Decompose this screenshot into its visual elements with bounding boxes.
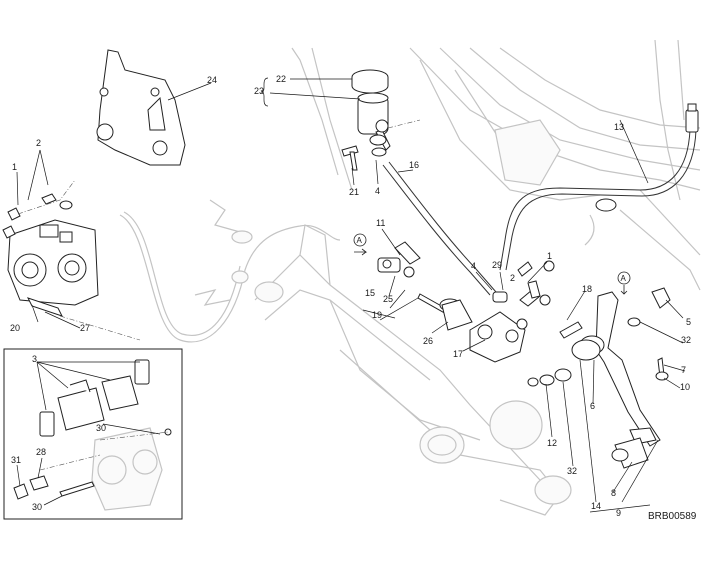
callout-17: 17 xyxy=(453,349,463,359)
reservoir-hose-16 xyxy=(382,161,497,296)
callout-30-inset-bottom: 30 xyxy=(32,502,42,512)
drawing-code: BRB00589 xyxy=(648,511,697,522)
callout-16: 16 xyxy=(409,160,419,170)
callout-2-mastercyl: 2 xyxy=(510,273,515,283)
callout-29: 29 xyxy=(492,260,502,270)
callout-22: 22 xyxy=(276,74,286,84)
callout-12: 12 xyxy=(547,438,557,448)
callout-8: 8 xyxy=(611,488,616,498)
callout-23: 23 xyxy=(254,86,264,96)
brake-hose xyxy=(119,199,341,343)
callout-26: 26 xyxy=(423,336,433,346)
brake-pads-inset xyxy=(3,348,183,520)
callout-6: 6 xyxy=(590,401,595,411)
callout-30-inset-top: 30 xyxy=(96,423,106,433)
callout-1-mastercyl: 1 xyxy=(547,251,552,261)
reference-marker-a-left: A xyxy=(353,233,368,256)
callout-1-caliper: 1 xyxy=(12,162,17,172)
callout-24: 24 xyxy=(207,75,217,85)
caliper-bracket-24 xyxy=(96,49,186,166)
callout-19: 19 xyxy=(372,310,382,320)
callout-32-bottom: 32 xyxy=(567,466,577,476)
callout-15: 15 xyxy=(365,288,375,298)
brake-pedal xyxy=(527,287,671,469)
callout-2: 2 xyxy=(36,138,41,148)
callout-25: 25 xyxy=(383,294,393,304)
leader-lines xyxy=(16,77,686,513)
callout-21: 21 xyxy=(349,187,359,197)
callout-27: 27 xyxy=(80,323,90,333)
fasteners xyxy=(349,151,555,299)
frame-outline xyxy=(291,39,701,291)
callout-18: 18 xyxy=(582,284,592,294)
brake-fluid-reservoir xyxy=(341,69,421,157)
callout-labels: 1 2 24 20 27 22 23 21 4 16 11 15 25 19 2… xyxy=(10,74,691,518)
callout-31: 31 xyxy=(11,455,21,465)
master-cylinder xyxy=(439,261,551,363)
swingarm-outline xyxy=(254,224,572,516)
callout-13: 13 xyxy=(614,122,624,132)
callout-11: 11 xyxy=(376,218,385,228)
wiring-harness-13 xyxy=(499,103,699,271)
callout-10: 10 xyxy=(680,382,690,392)
callout-4-mastercyl: 4 xyxy=(471,261,476,271)
callout-7: 7 xyxy=(681,365,686,375)
svg-text:A: A xyxy=(621,274,627,283)
svg-text:A: A xyxy=(357,236,363,245)
callout-3: 3 xyxy=(32,354,37,364)
callout-9: 9 xyxy=(616,508,621,518)
callout-32-right: 32 xyxy=(681,335,691,345)
callout-28: 28 xyxy=(36,447,46,457)
callout-20: 20 xyxy=(10,323,20,333)
callout-4-reservoir: 4 xyxy=(375,186,380,196)
rear-caliper xyxy=(2,179,141,341)
callout-5: 5 xyxy=(686,317,691,327)
reference-marker-a-right: A xyxy=(617,271,631,295)
callout-14: 14 xyxy=(591,501,601,511)
